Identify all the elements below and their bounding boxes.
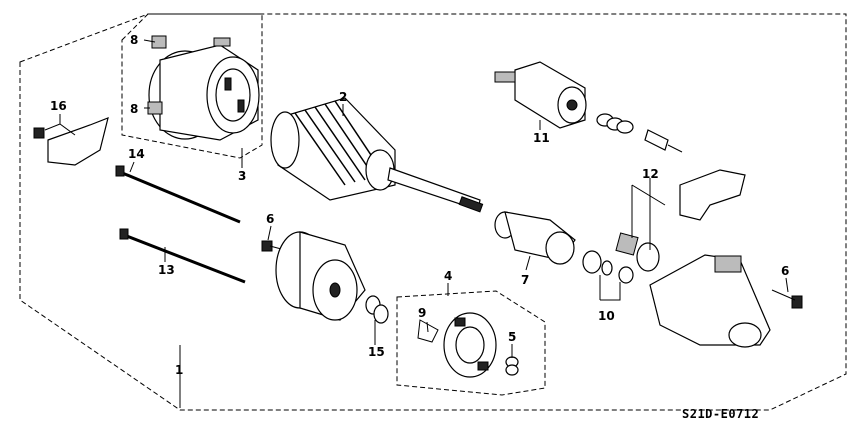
callout-8a: 8 [130, 33, 138, 47]
stop-ring-part [582, 250, 634, 284]
callout-13: 13 [158, 263, 175, 277]
gasket-part [615, 232, 660, 272]
subassembly-box-3 [121, 13, 263, 159]
leader-lines [44, 39, 789, 408]
bolt-part-right [771, 289, 803, 309]
callout-12: 12 [642, 167, 659, 181]
callout-3: 3 [238, 169, 246, 183]
part-labels: 1 2 3 4 5 6 6 7 8 8 9 10 11 12 13 14 15 … [50, 33, 789, 377]
plunger-part [596, 113, 683, 153]
shift-lever-part [679, 169, 746, 221]
callout-9: 9 [418, 306, 426, 320]
drive-housing-part [649, 254, 771, 348]
brush-holder-part [417, 312, 497, 378]
callout-1: 1 [175, 363, 183, 377]
yoke-housing-part [147, 35, 260, 141]
callout-16: 16 [50, 99, 67, 113]
callout-7: 7 [521, 273, 529, 287]
callout-6a: 6 [266, 212, 274, 226]
callout-14: 14 [128, 147, 145, 161]
through-bolt-part-lower [119, 228, 246, 284]
solenoid-part [494, 61, 587, 129]
callout-8b: 8 [130, 102, 138, 116]
brush-spring-part [505, 356, 519, 376]
end-cover-part [275, 231, 366, 321]
callout-6b: 6 [781, 264, 789, 278]
bracket-part [33, 117, 109, 166]
through-bolt-part-upper [115, 165, 241, 224]
overrunning-clutch-part [494, 211, 576, 265]
callout-2: 2 [339, 90, 347, 104]
callout-4: 4 [444, 269, 452, 283]
assembly-outline [19, 13, 847, 411]
washer-part [365, 295, 389, 324]
diagram-code: S21D-E0712 [682, 407, 759, 421]
armature-part [270, 97, 484, 213]
callout-10: 10 [598, 309, 615, 323]
callout-5: 5 [508, 330, 516, 344]
callout-15: 15 [368, 345, 385, 359]
callout-11: 11 [533, 131, 550, 145]
subassembly-box-4 [396, 290, 546, 396]
